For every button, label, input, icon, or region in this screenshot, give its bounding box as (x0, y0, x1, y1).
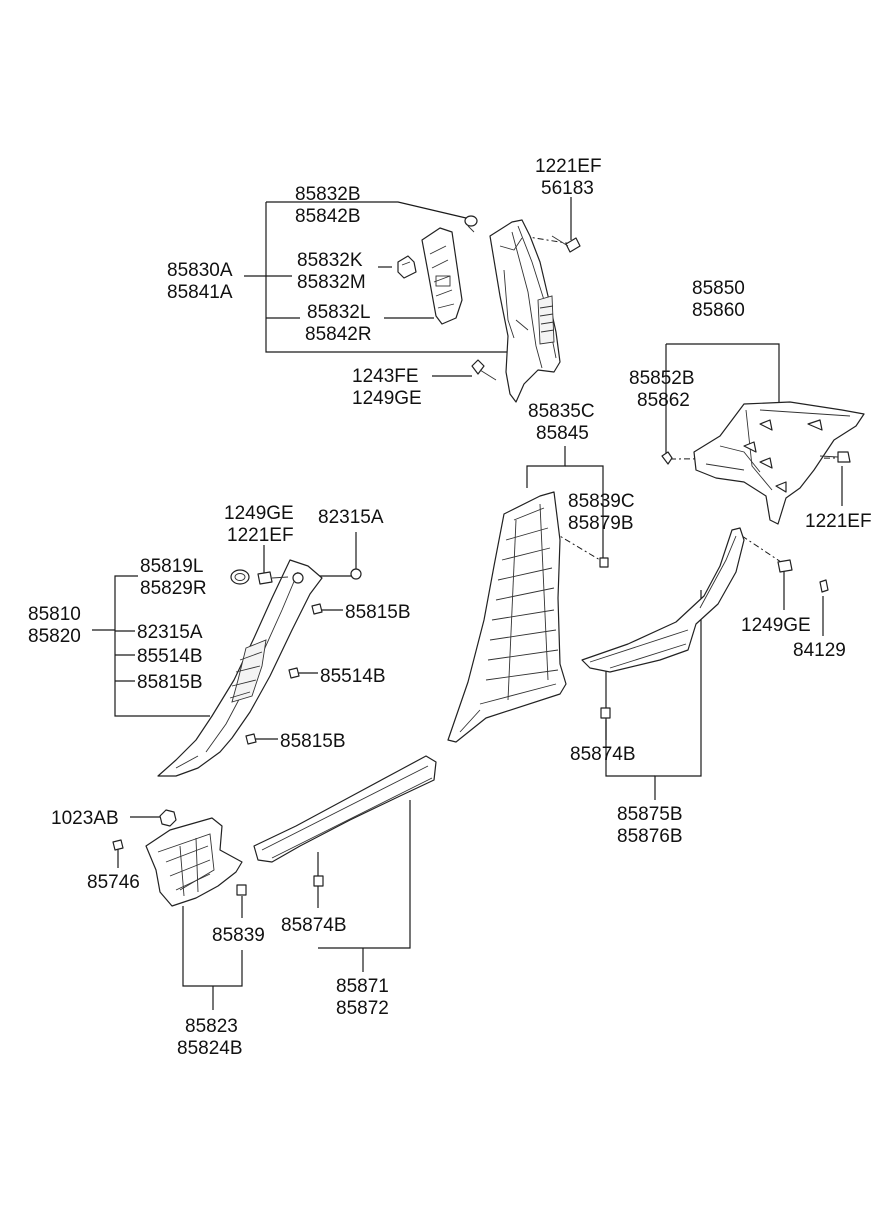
clip-85852b (661, 451, 673, 465)
label-85810: 85810 (28, 604, 81, 625)
label-85862: 85862 (637, 390, 690, 411)
label-85832k: 85832K (297, 250, 363, 271)
grille-cover (421, 227, 463, 325)
label-1221ef-right: 1221EF (805, 511, 872, 532)
part-labels: 1221EF 56183 85832B 85842B 85830A 85841A… (28, 156, 872, 1059)
label-85850: 85850 (692, 278, 745, 299)
a-pillar-lower-trim (157, 559, 323, 777)
label-1023ab: 1023AB (51, 808, 119, 829)
a-pillar-upper-trim (489, 219, 561, 403)
label-85871: 85871 (336, 976, 389, 997)
label-56183: 56183 (541, 178, 594, 199)
label-85815b-c: 85815B (280, 731, 346, 752)
rear-sill-trim (581, 527, 745, 673)
label-85514b-a: 85514B (137, 646, 203, 667)
label-84129: 84129 (793, 640, 846, 661)
label-85815b-a: 85815B (345, 602, 411, 623)
label-85819l: 85819L (140, 556, 203, 577)
label-85841a: 85841A (167, 282, 233, 303)
label-85874b-b: 85874B (281, 915, 347, 936)
label-1249ge-a: 1249GE (352, 388, 422, 409)
label-85839c: 85839C (568, 491, 635, 512)
nut-1023ab (159, 809, 177, 827)
rear-quarter-upper-trim (693, 401, 865, 525)
clip-84129 (819, 579, 829, 593)
clip-85819l (230, 569, 250, 585)
label-85815b-b: 85815B (137, 672, 203, 693)
label-85746: 85746 (87, 872, 140, 893)
screw-mid (257, 571, 289, 585)
label-85860: 85860 (692, 300, 745, 321)
label-85872: 85872 (336, 998, 389, 1019)
label-85835c: 85835C (528, 401, 595, 422)
label-1221ef-top: 1221EF (535, 156, 602, 177)
label-85514b-b: 85514B (320, 666, 386, 687)
clip-82315a (350, 568, 362, 580)
label-85829r: 85829R (140, 578, 207, 599)
label-1243fe: 1243FE (352, 366, 419, 387)
label-85832b: 85832B (295, 184, 361, 205)
front-sill-trim (253, 755, 437, 863)
screw-right (819, 451, 851, 463)
label-1221ef-mid: 1221EF (227, 525, 294, 546)
label-85839: 85839 (212, 925, 265, 946)
leader-lines (92, 197, 843, 1010)
small-cover-clip (397, 255, 417, 279)
label-85842b: 85842B (295, 206, 361, 227)
label-85876b: 85876B (617, 826, 683, 847)
label-85875b: 85875B (617, 804, 683, 825)
small-clips (245, 603, 323, 745)
label-85842r: 85842R (305, 324, 372, 345)
label-85823: 85823 (185, 1016, 238, 1037)
cowl-side-trim (145, 817, 243, 907)
clip-85746 (112, 839, 124, 851)
clip-85839 (236, 884, 247, 896)
screw-lower-right (777, 559, 793, 573)
clip-85832b (464, 215, 478, 233)
clip-85839c (599, 557, 609, 568)
b-pillar-trim (447, 491, 567, 743)
label-85830a: 85830A (167, 260, 233, 281)
label-82315a-mid: 82315A (137, 622, 203, 643)
clip-85874b-right (600, 707, 611, 719)
label-85832l: 85832L (307, 302, 370, 323)
label-85845: 85845 (536, 423, 589, 444)
label-85852b: 85852B (629, 368, 695, 389)
label-85832m: 85832M (297, 272, 366, 293)
label-85874b-a: 85874B (570, 744, 636, 765)
label-85820: 85820 (28, 626, 81, 647)
label-1249ge-c: 1249GE (741, 615, 811, 636)
screw-1243fe (471, 359, 497, 381)
clip-85874b-lower (313, 875, 324, 887)
label-1249ge-b: 1249GE (224, 503, 294, 524)
label-82315a-top: 82315A (318, 507, 384, 528)
screw-top (551, 235, 581, 253)
label-85879b: 85879B (568, 513, 634, 534)
label-85824b: 85824B (177, 1038, 243, 1059)
